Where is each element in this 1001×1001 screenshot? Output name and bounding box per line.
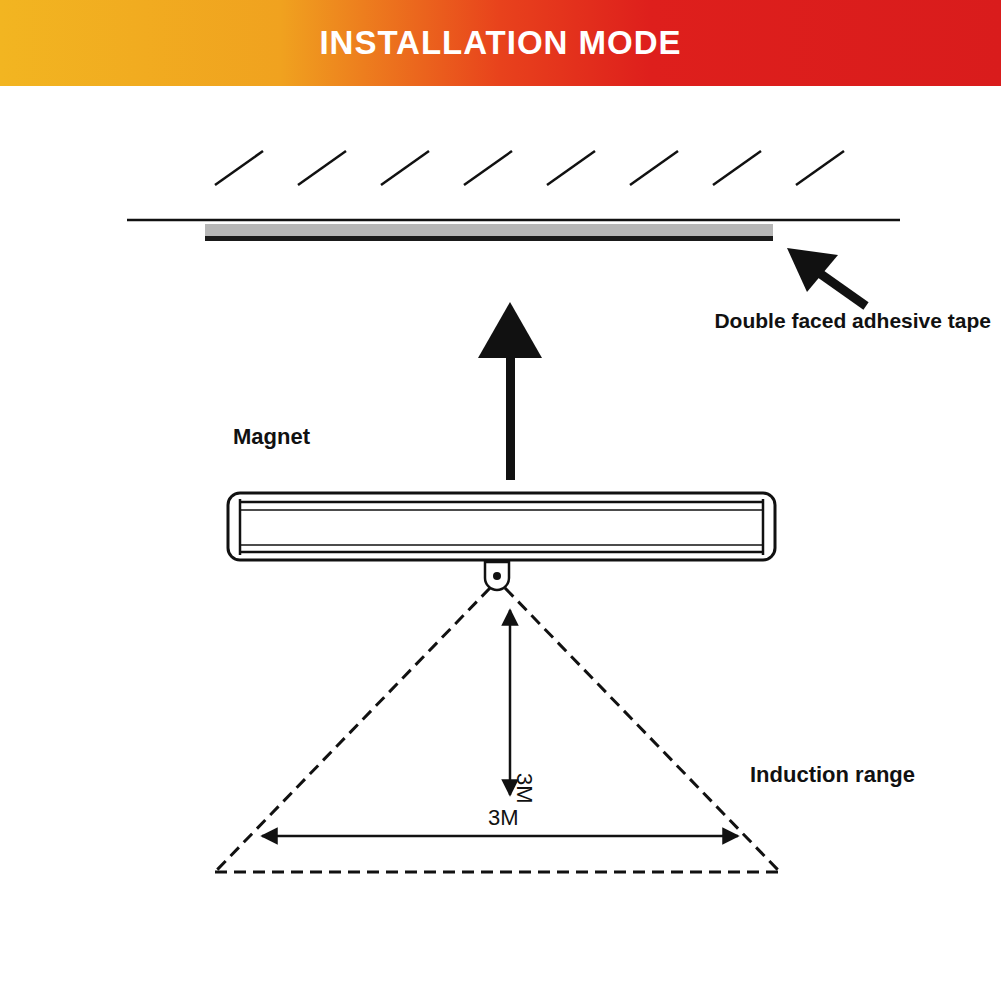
- width-dimension: [262, 835, 738, 838]
- tape-pointer: [787, 248, 866, 306]
- adhesive-tape: [205, 224, 773, 236]
- range-label: Induction range: [750, 763, 915, 787]
- dimension-label: 3M: [512, 773, 536, 804]
- part-label: Magnet: [233, 425, 310, 449]
- tape-label: Double faced adhesive tape: [714, 309, 991, 332]
- hatch-stroke: [796, 151, 844, 185]
- ceiling-hatching: [215, 151, 844, 185]
- hatch-stroke: [630, 151, 678, 185]
- height-dimension: [509, 610, 512, 795]
- hatch-stroke: [381, 151, 429, 185]
- mount-arrow: [478, 302, 542, 480]
- light-bar: [228, 493, 775, 560]
- hatch-stroke: [298, 151, 346, 185]
- adhesive-tape-edge: [205, 236, 773, 241]
- hatch-stroke: [713, 151, 761, 185]
- motion-sensor: [485, 562, 509, 590]
- page-title: INSTALLATION MODE: [319, 24, 681, 62]
- hatch-stroke: [547, 151, 595, 185]
- hatch-stroke: [215, 151, 263, 185]
- induction-range-outline: [215, 588, 780, 872]
- ceiling-line: [127, 219, 900, 222]
- dimension-label: 3M: [488, 806, 519, 830]
- title-banner: INSTALLATION MODE: [0, 0, 1001, 86]
- hatch-stroke: [464, 151, 512, 185]
